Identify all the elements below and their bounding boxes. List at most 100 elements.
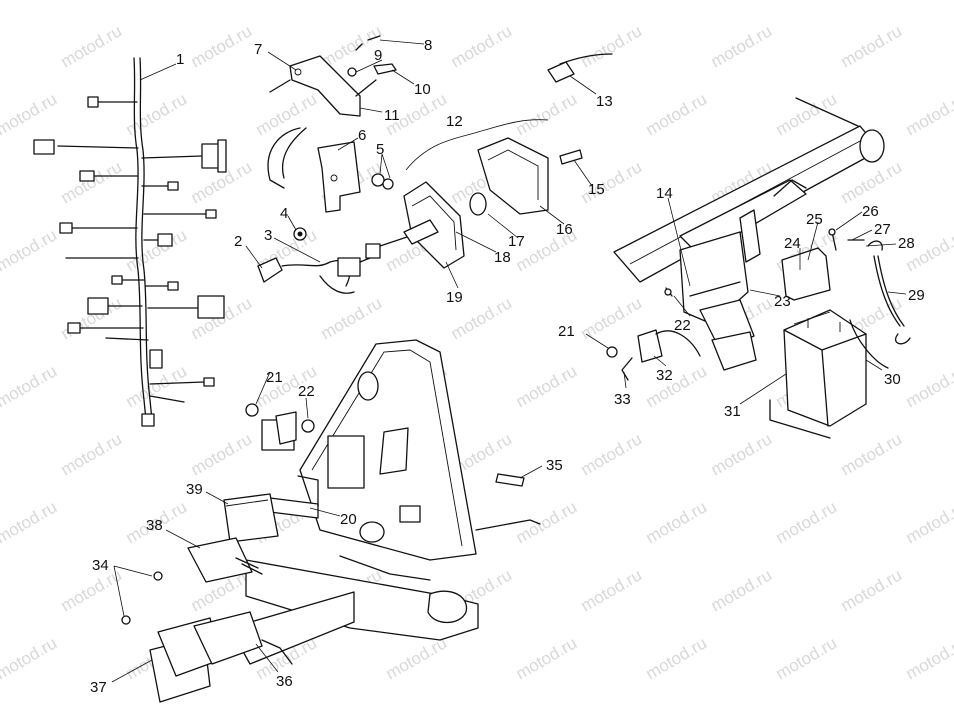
leader-lines <box>111 39 907 683</box>
callout-5: 5 <box>376 141 384 158</box>
watermark-text: motod.ru <box>773 497 841 547</box>
callout-20: 20 <box>340 511 357 528</box>
watermark-text: motod.ru <box>578 293 646 343</box>
watermark-text: motod.ru <box>643 361 711 411</box>
watermark-text: motod.ru <box>578 429 646 479</box>
callout-7: 7 <box>254 41 262 58</box>
callout-18: 18 <box>494 249 511 266</box>
watermark-text: motod.ru <box>838 565 906 615</box>
callout-25: 25 <box>806 211 823 228</box>
callout-1: 1 <box>176 51 184 68</box>
watermark-text: motod.ru <box>903 89 954 139</box>
watermark-text: motod.ru <box>903 0 954 3</box>
callout-labels: 1 2 3 4 5 6 7 8 9 10 11 12 13 14 15 16 1… <box>90 37 925 696</box>
watermark-text: motod.ru <box>123 0 191 3</box>
wiring-harness <box>33 57 227 427</box>
callout-38: 38 <box>146 517 163 534</box>
callout-21b: 21 <box>558 323 575 340</box>
watermark-text: motod.ru <box>0 225 60 275</box>
watermark-text: motod.ru <box>903 361 954 411</box>
watermark-text: motod.ru <box>838 21 906 71</box>
frame-right <box>606 97 911 439</box>
watermark-text: motod.ru <box>773 0 841 3</box>
callout-17: 17 <box>508 233 525 250</box>
tail-bracket-assembly <box>257 35 411 294</box>
watermark-text: motod.ru <box>188 429 256 479</box>
callout-11: 11 <box>384 107 400 124</box>
watermark-text: motod.ru <box>903 497 954 547</box>
watermark-text: motod.ru <box>643 633 711 683</box>
callout-15: 15 <box>588 181 605 198</box>
watermark-text: motod.ru <box>318 293 386 343</box>
callout-32: 32 <box>656 367 673 384</box>
callout-36: 36 <box>276 673 293 690</box>
frame-center <box>153 339 541 641</box>
callout-19: 19 <box>446 289 463 306</box>
watermark-text: motod.ru <box>383 633 451 683</box>
callout-27: 27 <box>874 221 891 238</box>
callout-37: 37 <box>90 679 107 696</box>
watermark-text: motod.ru <box>253 89 321 139</box>
callout-26: 26 <box>862 203 879 220</box>
callout-8: 8 <box>424 37 432 54</box>
watermark-text: motod.ru <box>708 21 776 71</box>
callout-21: 21 <box>266 369 283 386</box>
callout-13: 13 <box>596 93 613 110</box>
watermark-text: motod.ru <box>123 361 191 411</box>
callout-28: 28 <box>898 235 915 252</box>
watermark-text: motod.ru <box>188 21 256 71</box>
watermark-text: motod.ru <box>513 497 581 547</box>
callout-2: 2 <box>234 233 242 250</box>
watermark-text: motod.ru <box>253 0 321 3</box>
watermark-text: motod.ru <box>383 0 451 3</box>
tail-light-assembly <box>403 53 613 269</box>
callout-24: 24 <box>784 235 801 252</box>
watermark-text: motod.ru <box>123 89 191 139</box>
watermark-text: motod.ru <box>643 89 711 139</box>
callout-39: 39 <box>186 481 203 498</box>
watermark-text: motod.ru <box>0 89 60 139</box>
watermark-text: motod.ru <box>513 361 581 411</box>
watermark-text: motod.ru <box>773 633 841 683</box>
watermark-text: motod.ru <box>708 565 776 615</box>
callout-30: 30 <box>884 371 901 388</box>
watermark-text: motod.ru <box>903 633 954 683</box>
callout-33: 33 <box>614 391 631 408</box>
watermark-text: motod.ru <box>0 0 60 3</box>
callout-14: 14 <box>656 185 673 202</box>
watermark-text: motod.ru <box>0 633 60 683</box>
callout-3: 3 <box>264 227 272 244</box>
callout-10: 10 <box>414 81 431 98</box>
callout-12: 12 <box>446 113 463 130</box>
watermark-text: motod.ru <box>773 89 841 139</box>
callout-23: 23 <box>774 293 791 310</box>
callout-29: 29 <box>908 287 925 304</box>
watermark-text: motod.ru <box>643 497 711 547</box>
watermark-text: motod.ru <box>448 21 516 71</box>
watermark-text: motod.ru <box>708 429 776 479</box>
watermark-text: motod.ru <box>58 21 126 71</box>
watermark-text: motod.ru <box>513 0 581 3</box>
callout-34: 34 <box>92 557 109 574</box>
watermark-text: motod.ru <box>578 565 646 615</box>
watermark-text: motod.ru <box>578 21 646 71</box>
callout-22b: 22 <box>674 317 691 334</box>
watermark-text: motod.ru <box>58 429 126 479</box>
lower-frame-bumper <box>121 591 355 703</box>
callout-9: 9 <box>374 47 382 64</box>
callout-16: 16 <box>556 221 573 238</box>
callout-35: 35 <box>546 457 563 474</box>
callout-6: 6 <box>358 127 366 144</box>
watermark-text: motod.ru <box>58 157 126 207</box>
callout-31: 31 <box>724 403 741 420</box>
watermark-text: motod.ru <box>513 633 581 683</box>
callout-22: 22 <box>298 383 315 400</box>
watermark-text: motod.ru <box>643 0 711 3</box>
watermark-text: motod.ru <box>0 361 60 411</box>
watermark-text: motod.ru <box>838 429 906 479</box>
watermark-text: motod.ru <box>513 89 581 139</box>
watermark-text: motod.ru <box>123 225 191 275</box>
watermark-text: motod.ru <box>0 497 60 547</box>
callout-4: 4 <box>280 205 288 222</box>
